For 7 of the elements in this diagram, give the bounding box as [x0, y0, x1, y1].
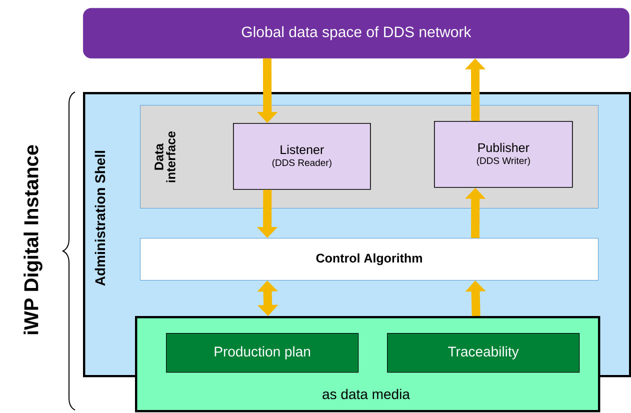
listener-box: Listener (DDS Reader): [233, 123, 371, 190]
table-box: Traceability: [387, 333, 580, 373]
publisher-box: Publisher (DDS Writer): [434, 121, 573, 188]
algorithm-bar: Control Algorithm: [140, 238, 598, 280]
instance-label: iWP Digital Instance: [24, 145, 42, 334]
network-band: Global data space of DDS network: [83, 8, 630, 58]
table-box: Production plan: [166, 333, 359, 373]
